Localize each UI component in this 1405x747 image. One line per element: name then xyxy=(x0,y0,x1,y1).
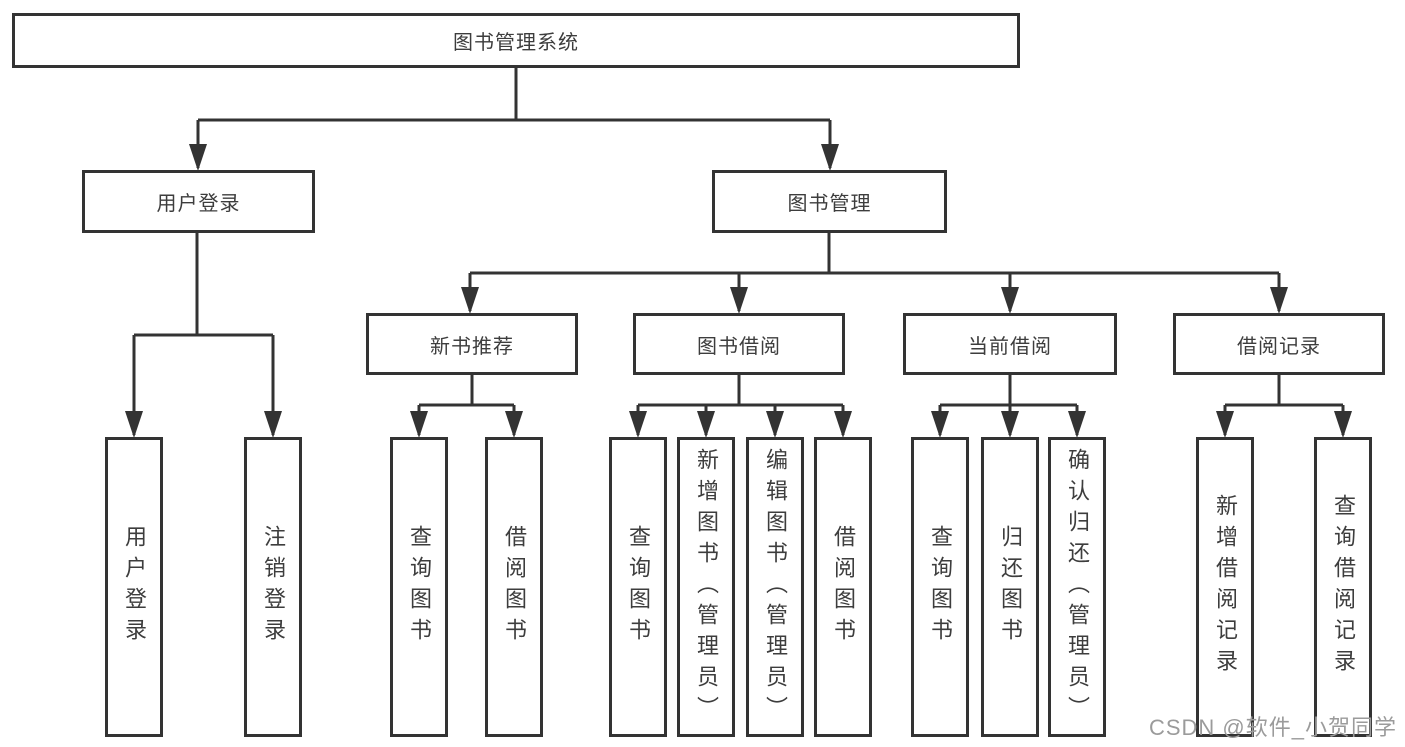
leaf-confirm-return-admin-label: 确认归还（管理员） xyxy=(1065,447,1090,727)
node-new-book-recommend: 新书推荐 xyxy=(366,313,578,375)
leaf-add-borrow-record-label: 新增借阅记录 xyxy=(1213,494,1238,680)
leaf-query-books-recommend-label: 查询图书 xyxy=(407,525,432,649)
leaf-query-books-recommend: 查询图书 xyxy=(390,437,448,737)
leaf-edit-books-admin-label: 编辑图书（管理员） xyxy=(763,447,788,727)
node-user-login: 用户登录 xyxy=(82,170,315,233)
leaf-query-borrow-record-label: 查询借阅记录 xyxy=(1331,494,1356,680)
leaf-query-books-borrow: 查询图书 xyxy=(609,437,667,737)
node-book-management: 图书管理 xyxy=(712,170,947,233)
node-library-management-system: 图书管理系统 xyxy=(12,13,1020,68)
leaf-add-borrow-record: 新增借阅记录 xyxy=(1196,437,1254,737)
arrowheads xyxy=(125,144,1352,438)
leaf-borrow-books-recommend: 借阅图书 xyxy=(485,437,543,737)
leaf-user-login-label: 用户登录 xyxy=(122,525,147,649)
leaf-user-login: 用户登录 xyxy=(105,437,163,737)
leaf-query-books-current-label: 查询图书 xyxy=(928,525,953,649)
leaf-borrow-books-recommend-label: 借阅图书 xyxy=(502,525,527,649)
leaf-return-books-label: 归还图书 xyxy=(998,525,1023,649)
leaf-query-books-current: 查询图书 xyxy=(911,437,969,737)
leaf-edit-books-admin: 编辑图书（管理员） xyxy=(746,437,804,737)
leaf-borrow-books: 借阅图书 xyxy=(814,437,872,737)
leaf-confirm-return-admin: 确认归还（管理员） xyxy=(1048,437,1106,737)
leaf-logout-login: 注销登录 xyxy=(244,437,302,737)
leaf-add-books-admin-label: 新增图书（管理员） xyxy=(694,447,719,727)
leaf-query-borrow-record: 查询借阅记录 xyxy=(1314,437,1372,737)
csdn-watermark: CSDN @软件_小贺同学 xyxy=(1148,715,1397,740)
node-borrow-records: 借阅记录 xyxy=(1173,313,1385,375)
leaf-return-books: 归还图书 xyxy=(981,437,1039,737)
leaf-query-books-borrow-label: 查询图书 xyxy=(626,525,651,649)
leaf-borrow-books-label: 借阅图书 xyxy=(831,525,856,649)
node-book-borrow: 图书借阅 xyxy=(633,313,845,375)
node-current-borrow: 当前借阅 xyxy=(903,313,1117,375)
leaf-add-books-admin: 新增图书（管理员） xyxy=(677,437,735,737)
leaf-logout-login-label: 注销登录 xyxy=(261,525,286,649)
